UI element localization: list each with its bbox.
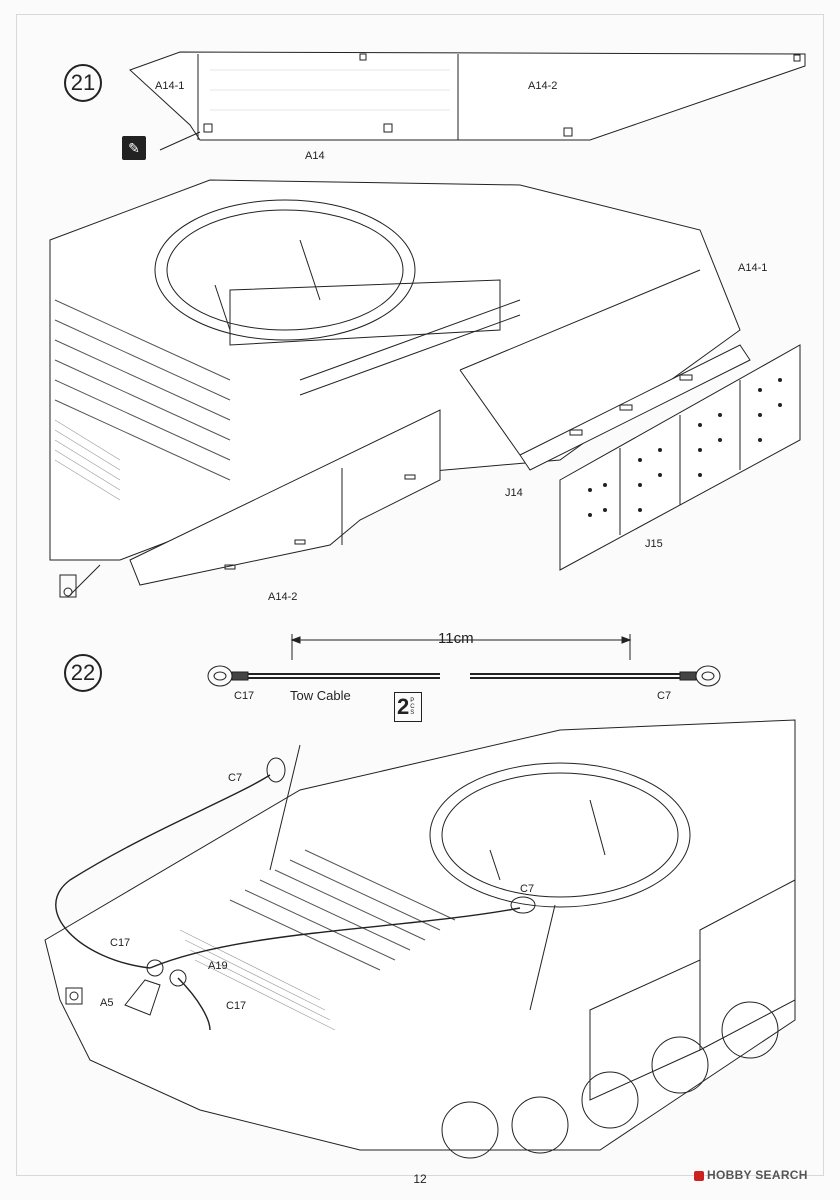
tow-cable-diagram <box>207 634 721 687</box>
callout-j15: J15 <box>645 538 663 550</box>
watermark: HOBBY SEARCH <box>694 1168 808 1182</box>
callout-a14-2-top: A14-2 <box>528 80 558 92</box>
callout-a14-2-bottom: A14-2 <box>268 591 298 603</box>
step-21-number: 21 <box>64 64 102 102</box>
callout-c17-bottom: C17 <box>226 1000 247 1012</box>
step-21-hull <box>49 179 741 598</box>
callout-a19: A19 <box>208 960 228 972</box>
part-a14-strip <box>129 51 806 151</box>
part-j15-armour <box>559 344 801 571</box>
callout-a14-1-side: A14-1 <box>738 262 768 274</box>
cable-end-c7: C7 <box>657 690 672 702</box>
step-22-number: 22 <box>64 654 102 692</box>
hull-tow-cables <box>55 744 556 1031</box>
callout-c7-top: C7 <box>228 772 243 784</box>
watermark-logo-icon <box>694 1170 704 1181</box>
quantity-count: 2 <box>397 694 410 719</box>
cable-name: Tow Cable <box>290 688 351 703</box>
step-21-label: 21 <box>70 70 96 95</box>
callout-j14: J14 <box>505 487 523 499</box>
callout-c17-left: C17 <box>110 937 131 949</box>
cable-length: 11cm <box>438 630 474 647</box>
callout-c7-mid: C7 <box>520 883 535 895</box>
cable-end-c17: C17 <box>234 690 255 702</box>
callout-a14: A14 <box>305 150 325 162</box>
page-border <box>16 14 824 1176</box>
part-a14-2-panel <box>69 409 441 596</box>
glue-icon: ✎ <box>122 136 146 160</box>
step-22-hull <box>44 719 796 1159</box>
quantity-unit: PCS <box>410 698 415 716</box>
part-j14-shelf <box>459 269 751 471</box>
callout-a5: A5 <box>100 997 114 1009</box>
watermark-text: HOBBY SEARCH <box>707 1168 808 1182</box>
step-22-label: 22 <box>70 660 96 685</box>
callout-a14-1-top: A14-1 <box>155 80 185 92</box>
quantity-badge: 2 PCS <box>394 692 422 722</box>
page-number: 12 <box>413 1172 427 1186</box>
